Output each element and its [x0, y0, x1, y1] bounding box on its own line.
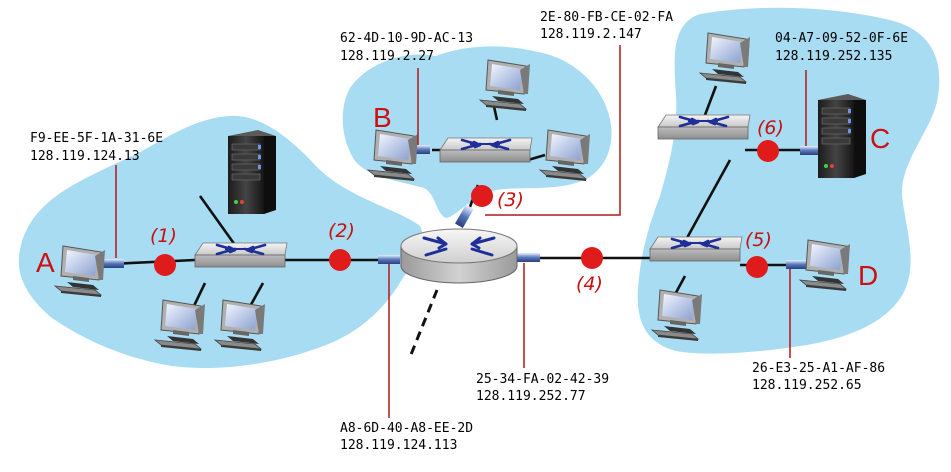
server-tower-icon: [817, 93, 867, 179]
desktop-computer-icon: [799, 239, 851, 292]
interface-connectors: [100, 145, 822, 269]
server-tower-icon: [227, 129, 277, 215]
host-a-mac: F9-EE-5F-1A-31-6E: [30, 131, 163, 146]
subnet-left-cloud: [18, 115, 423, 369]
point-label-5: (5): [745, 229, 772, 251]
switch-icon: [438, 136, 534, 164]
desktop-computer-icon: [651, 289, 703, 342]
switch-icon: [193, 241, 289, 269]
host-c-mac: 04-A7-09-52-0F-6E: [775, 31, 908, 46]
point-label-3: (3): [497, 189, 524, 211]
desktop-computer-icon: [699, 32, 751, 85]
desktop-computer-icon: [479, 59, 531, 112]
interface-dot: [329, 249, 351, 271]
router-icon: [400, 228, 518, 284]
dashed-link: [408, 289, 439, 358]
router-left-ip: 128.119.124.113: [340, 438, 457, 453]
host-label-d: D: [858, 260, 878, 291]
desktop-computer-icon: [154, 299, 206, 352]
router-right-mac: 25-34-FA-02-42-39: [476, 372, 609, 387]
interface-dot: [581, 247, 603, 269]
host-label-a: A: [36, 247, 55, 278]
host-b-ip: 128.119.2.27: [340, 49, 434, 64]
host-label-b: B: [373, 102, 392, 133]
router-left-mac: A8-6D-40-A8-EE-2D: [340, 421, 473, 436]
interface-dots: [154, 140, 779, 278]
switch-icon: [648, 235, 744, 263]
desktop-computer-icon: [367, 129, 419, 182]
point-label-1: (1): [150, 225, 177, 247]
router-right-ip: 128.119.252.77: [476, 389, 586, 404]
host-a-ip: 128.119.124.13: [30, 149, 140, 164]
switch-icon: [656, 113, 752, 141]
interface-dot: [757, 140, 779, 162]
leader-lines: [115, 45, 807, 418]
interface-dot: [154, 254, 176, 276]
desktop-computer-icon: [54, 245, 106, 298]
point-label-6: (6): [757, 117, 784, 139]
desktop-computer-icon: [214, 299, 266, 352]
router-top-mac: 2E-80-FB-CE-02-FA: [540, 10, 673, 25]
host-d-mac: 26-E3-25-A1-AF-86: [752, 361, 885, 376]
desktop-computer-icon: [539, 129, 591, 182]
host-label-c: C: [870, 123, 890, 154]
host-c-ip: 128.119.252.135: [775, 49, 892, 64]
interface-dot: [471, 185, 493, 207]
router-top-ip: 128.119.2.147: [540, 27, 642, 42]
host-b-mac: 62-4D-10-9D-AC-13: [340, 31, 473, 46]
host-d-ip: 128.119.252.65: [752, 378, 862, 393]
point-label-2: (2): [328, 220, 355, 242]
interface-dot: [746, 256, 768, 278]
point-label-4: (4): [576, 273, 603, 295]
